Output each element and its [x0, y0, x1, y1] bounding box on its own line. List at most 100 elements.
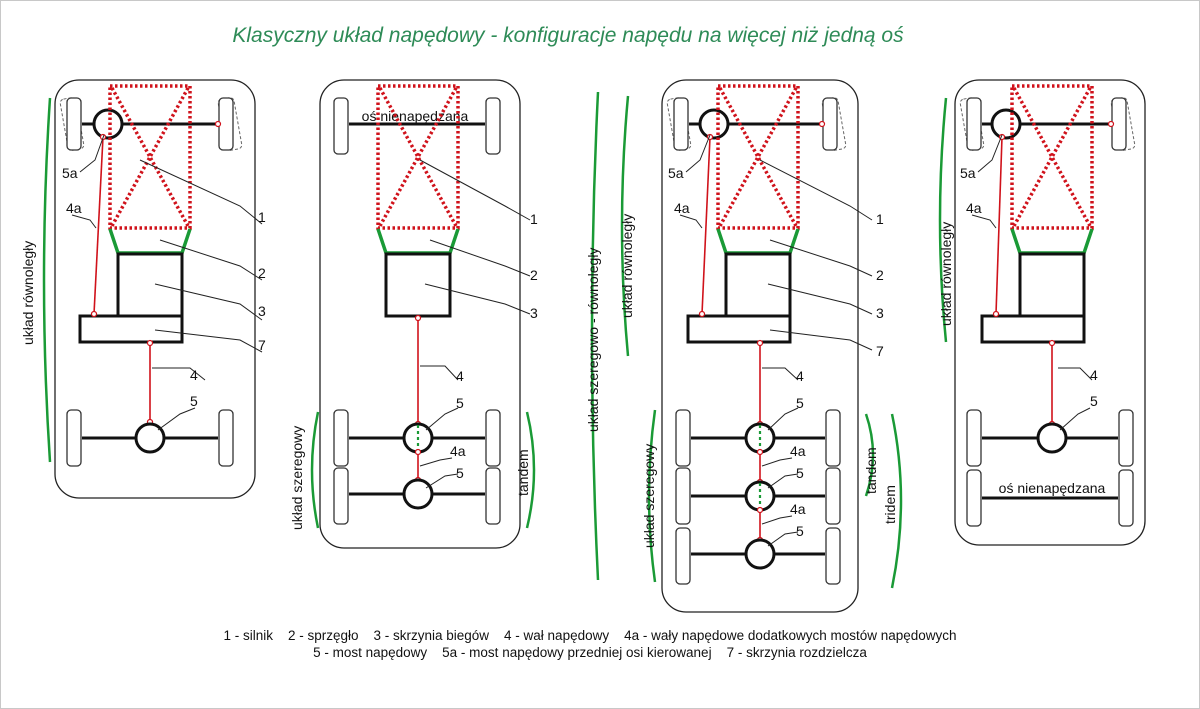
leader-5: [1059, 407, 1091, 431]
callout-3: 3: [258, 303, 266, 319]
axle-2-left-wheel: [675, 467, 691, 525]
clutch: [376, 228, 460, 255]
leader-3: [154, 283, 263, 321]
front-right-wheel: [485, 97, 501, 155]
transfer-case: [980, 314, 1086, 344]
callout-5: 5: [456, 465, 464, 481]
label-parallel-3: układ równoległy: [619, 214, 635, 318]
clutch: [108, 228, 192, 255]
callout-3: 3: [530, 305, 538, 321]
transfer-case: [686, 314, 792, 344]
rear-1-left-wheel: [966, 409, 982, 467]
leader-7: [769, 329, 873, 351]
callout-5: 5: [1090, 393, 1098, 409]
leader-2: [429, 239, 531, 277]
leader-5: [425, 407, 459, 431]
engine-cross-b: [718, 87, 798, 227]
label-parallel-4: układ równoległy: [938, 222, 954, 326]
callout-2: 2: [530, 267, 538, 283]
callout-5: 5: [190, 393, 198, 409]
gearbox: [384, 252, 452, 318]
leader-5a: [685, 134, 711, 173]
leader-2: [769, 239, 873, 277]
callout-4a: 4a: [674, 200, 690, 216]
vehicle-1-parallel: 1 2 3 7 4 5 5a 4a: [54, 79, 266, 499]
brace-serial-parallel: [590, 91, 600, 581]
front-diff-5a: [698, 108, 730, 140]
brace-tandem-2: [525, 411, 536, 529]
leader-4a-front: [679, 214, 703, 229]
axle-1-left-wheel: [675, 409, 691, 467]
engine: [1010, 84, 1094, 230]
front-left-tyre: [966, 97, 982, 151]
leader-5c: [767, 531, 799, 547]
engine-cross-b: [378, 87, 458, 227]
callout-4: 4: [190, 367, 198, 383]
leader-5: [157, 407, 196, 431]
leader-3: [767, 283, 873, 315]
front-left-tyre: [66, 97, 82, 151]
callout-5: 5: [796, 465, 804, 481]
callout-2: 2: [876, 267, 884, 283]
front-left-wheel: [333, 97, 349, 155]
leader-4a-b: [761, 515, 793, 525]
label-serial-2: układ szeregowy: [289, 426, 305, 530]
engine-cross-a: [1012, 87, 1092, 227]
callout-3: 3: [876, 305, 884, 321]
vehicle-3-serial-parallel: 1 2 3 7 4 5 4a 5 4a 5 5a 4a: [661, 79, 884, 613]
joint: [414, 314, 422, 322]
label-serial-parallel: układ szeregowo - równoległy: [585, 248, 601, 432]
front-shaft-4a: [93, 136, 104, 315]
leader-4: [762, 367, 799, 381]
joint: [146, 339, 154, 347]
callout-7: 7: [258, 337, 266, 353]
leader-4: [152, 367, 206, 381]
axle-3-right-wheel: [825, 527, 841, 585]
joint: [1048, 339, 1056, 347]
legend-line-1: 1 - silnik 2 - sprzęgło 3 - skrzynia bie…: [223, 628, 956, 643]
callout-5a: 5a: [960, 165, 976, 181]
tandem-diff-2: [402, 478, 434, 510]
callout-4a: 4a: [790, 501, 806, 517]
axle-1-left-wheel: [333, 409, 349, 467]
rear-2-right-wheel: [1118, 469, 1134, 527]
vehicle-4-frame: [954, 79, 1146, 546]
leader-4: [1058, 367, 1093, 381]
leader-2: [159, 239, 263, 281]
joint: [698, 310, 706, 318]
diff-3: [744, 538, 776, 570]
front-diff-5a: [92, 108, 124, 140]
vehicle-1-frame: [54, 79, 256, 499]
front-left-tyre: [673, 97, 689, 151]
callout-4a: 4a: [966, 200, 982, 216]
leader-5b: [425, 473, 459, 489]
joint: [214, 120, 222, 128]
rear-right-wheel: [218, 409, 234, 467]
callout-2: 2: [258, 265, 266, 281]
joint: [756, 339, 764, 347]
axle-1-right-wheel: [485, 409, 501, 467]
callout-5: 5: [456, 395, 464, 411]
brace-tandem-3: [864, 413, 875, 497]
callout-4a: 4a: [450, 443, 466, 459]
diagram-title: Klasyczny układ napędowy - konfiguracje …: [232, 24, 904, 47]
brace-serial-2: [310, 411, 320, 529]
joint: [756, 506, 764, 514]
engine-cross-b: [110, 87, 190, 227]
front-shaft-4a: [701, 136, 711, 315]
engine-cross-a: [378, 87, 458, 227]
joint: [756, 448, 764, 456]
callout-4: 4: [796, 368, 804, 384]
leader-1: [419, 159, 531, 221]
joint: [818, 120, 826, 128]
label-non-driven-axle-2: oś nienapędzana: [362, 108, 469, 124]
callout-5: 5: [796, 523, 804, 539]
leader-4a: [761, 457, 793, 467]
engine-cross-a: [718, 87, 798, 227]
callout-5: 5: [796, 395, 804, 411]
label-tandem-2: tandem: [515, 449, 531, 496]
callout-1: 1: [258, 209, 266, 225]
label-serial-3: układ szeregowy: [641, 444, 657, 548]
vehicle-2-serial: oś nienapędzana 1 2 3 4 5 4a: [319, 79, 538, 549]
